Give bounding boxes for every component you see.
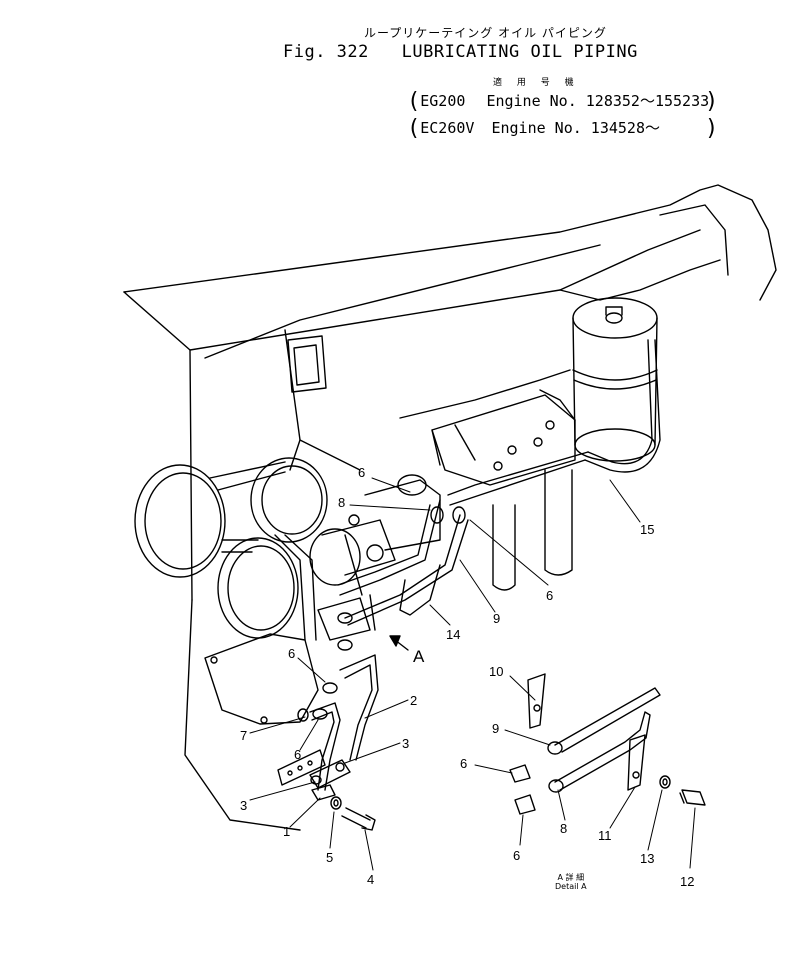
callout-6: 6 [358,465,365,480]
callout-13: 13 [640,851,654,866]
fittings [297,506,466,722]
detail-a-caption-jp: A 詳 細 [557,873,585,882]
detail-a-parts [509,673,706,815]
callout-6: 6 [546,588,553,603]
callout-15: 15 [640,522,654,537]
serial-2-model: EC260V [420,119,475,137]
callout-11: 11 [598,828,612,843]
flange-plate [277,749,351,801]
pipe-15 [447,339,661,506]
callout-9: 9 [493,611,500,626]
callout-3: 3 [240,798,247,813]
japanese-title: ループリケーテイング オイル パイピング [364,26,607,40]
serial-1-text: Engine No. 128352～155233 [486,92,710,110]
callout-5: 5 [326,850,333,865]
callout-3: 3 [402,736,409,751]
oil-filter [572,297,658,462]
detail-a-caption-en: Detail A [555,881,587,891]
leader-lines [249,477,696,871]
serial-range-1: (EG200 Engine No. 128352～155233) [407,89,719,114]
detail-a-caption: A 詳 細 Detail A [555,873,587,892]
front-cover [204,633,319,725]
callout-labels: 6 8 6 9 14 15 A 6 7 6 2 3 3 1 5 4 10 9 6… [240,465,694,889]
callout-9: 9 [492,721,499,736]
applicability-label: 適 用 号 機 [493,78,580,88]
callout-8: 8 [560,821,567,836]
serial-2-text: Engine No. 134528～ [491,119,660,137]
callout-a: A [413,647,425,666]
washer-5 [330,796,342,810]
figure-number: Fig. 322 [283,42,369,62]
callout-6: 6 [294,747,301,762]
callout-6: 6 [513,848,520,863]
figure-title: Fig. 322 LUBRICATING OIL PIPING [283,44,638,61]
filter-bracket [431,389,576,486]
callout-6: 6 [460,756,467,771]
callout-14: 14 [446,627,460,642]
callout-8: 8 [338,495,345,510]
callout-10: 10 [489,664,503,679]
view-arrow-a [389,635,409,651]
callout-4: 4 [367,872,374,887]
callout-6: 6 [288,646,295,661]
pulley-assembly [134,457,328,641]
engine-block [123,184,777,831]
serial-1-model: EG200 [420,92,466,110]
figure-title-text: LUBRICATING OIL PIPING [401,42,638,62]
callout-7: 7 [240,728,247,743]
callout-1: 1 [283,824,290,839]
callout-12: 12 [680,874,694,889]
callout-2: 2 [410,693,417,708]
pipe-14 [337,499,469,631]
serial-range-2: (EC260V Engine No. 134528～) [407,116,719,141]
support-cylinders [492,469,573,591]
pump-body [309,474,441,641]
bolt-4 [341,807,376,831]
